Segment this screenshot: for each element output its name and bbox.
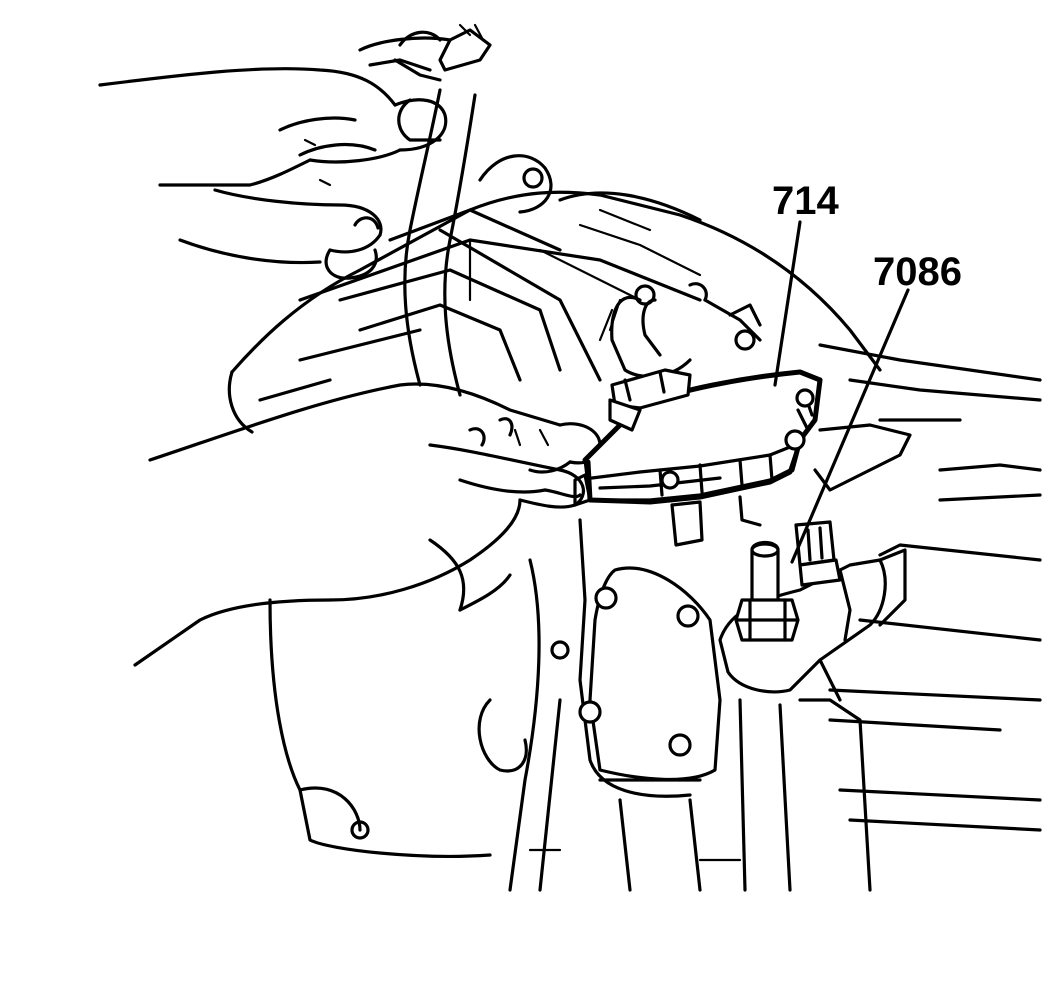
leader-line-714 — [773, 220, 802, 387]
callout-714: 714 — [772, 179, 839, 223]
lower-hand — [133, 382, 602, 667]
leader-line-7086 — [790, 288, 910, 564]
module-714 — [573, 368, 823, 547]
transmission-case — [227, 154, 1042, 892]
upper-hand — [98, 67, 448, 280]
callout-7086: 7086 — [873, 250, 962, 294]
wiring-harness — [358, 23, 762, 397]
sensor-7086 — [734, 520, 842, 642]
